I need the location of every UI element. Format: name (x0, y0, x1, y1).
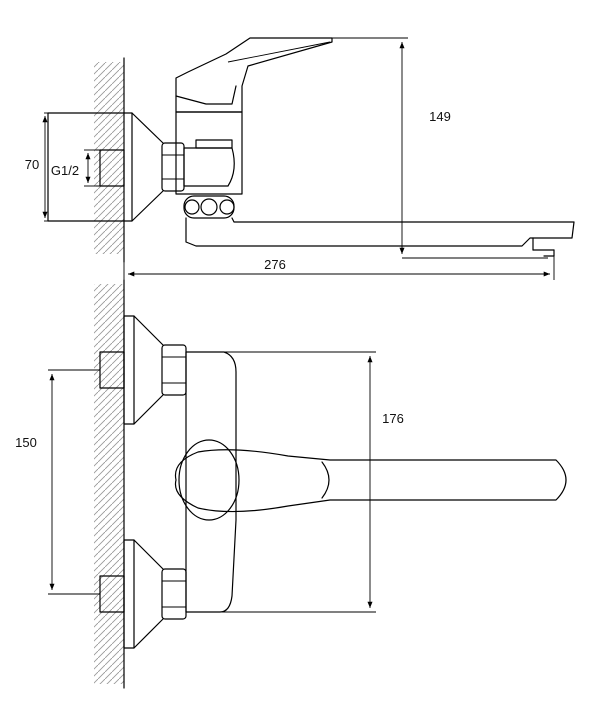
diverter-rings (183, 195, 235, 219)
dimension-thread: G1/2 (51, 149, 100, 187)
wall-front-view (94, 279, 125, 689)
mounting-nut-side (161, 142, 185, 192)
dimension-spout-276: 276 (123, 256, 555, 280)
thread-label: G1/2 (51, 163, 79, 178)
valve-body-side (175, 111, 243, 195)
lever-handle-front (174, 449, 567, 513)
height-label: 149 (429, 109, 451, 124)
connection-spacing-label: 150 (15, 435, 37, 450)
mount-height-label: 70 (25, 157, 39, 172)
side-view: 149 70 G1/2 276 (25, 37, 575, 280)
faucet-body-front (178, 351, 240, 613)
dimension-spacing-150: 150 (15, 369, 100, 595)
dimension-mount-70: 70 (25, 112, 48, 222)
dimension-height-149: 149 (332, 37, 548, 259)
lever-handle-side (175, 37, 333, 113)
spout-side (185, 217, 575, 257)
front-view: 150 176 (15, 279, 567, 689)
dimension-body-176: 176 (220, 351, 404, 613)
wall-side-view (94, 57, 125, 263)
wall-connection-side (47, 112, 164, 222)
spout-length-label: 276 (264, 257, 286, 272)
body-height-label: 176 (382, 411, 404, 426)
